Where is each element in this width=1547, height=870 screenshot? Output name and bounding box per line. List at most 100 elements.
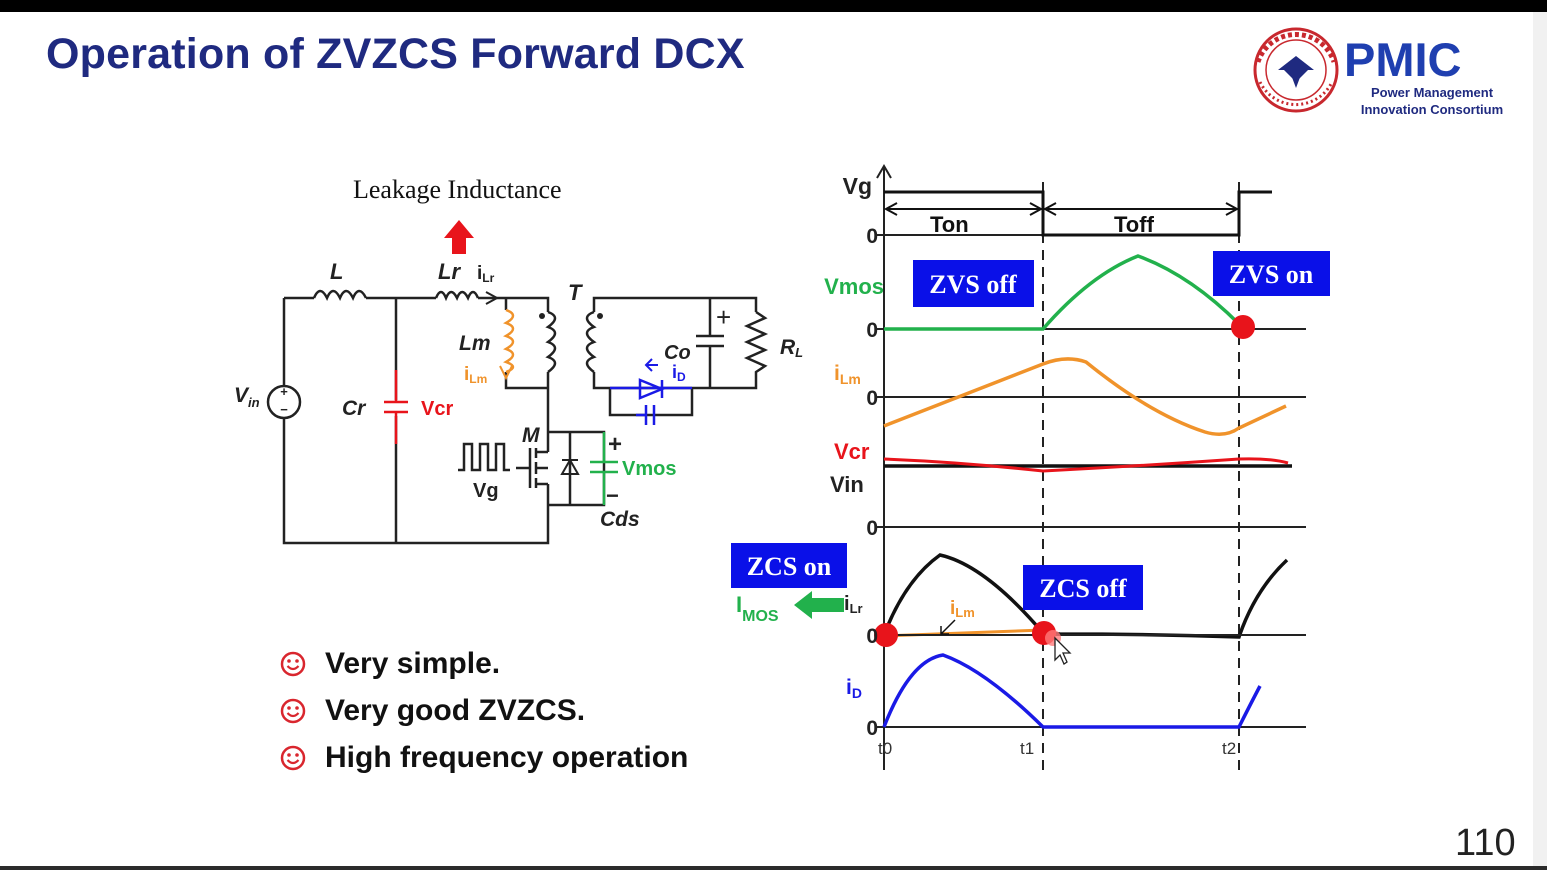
- zero-vcr: 0: [866, 517, 878, 540]
- wire: [282, 418, 550, 545]
- vcr-waveform: [883, 457, 1289, 473]
- zcs-off-box: ZCS off: [1023, 565, 1143, 610]
- co-plus: +: [716, 302, 731, 332]
- imos-arrow-icon: [794, 591, 844, 619]
- right-edge-strip: [1533, 12, 1547, 870]
- smiley-icon: [280, 745, 306, 770]
- zcs-on-box: ZCS on: [731, 543, 847, 588]
- label-iLm: iLm: [464, 364, 487, 386]
- iD-arrow-icon: [644, 358, 658, 372]
- capacitor-Cds: [590, 432, 618, 505]
- label-L: L: [330, 259, 343, 284]
- bullet-text: High frequency operation: [325, 740, 689, 774]
- label-Lm: Lm: [459, 332, 491, 355]
- zcs-on-marker: [874, 623, 898, 647]
- vin-plus: +: [280, 384, 288, 399]
- id-waveform: [882, 653, 1262, 729]
- smiley-icon: [280, 651, 306, 676]
- mosfet-M: [516, 448, 548, 488]
- pointer-arrow-icon: [940, 619, 956, 635]
- wire: [478, 296, 550, 312]
- gate-pulse-icon: [458, 442, 510, 472]
- university-seal-icon: [1253, 27, 1339, 113]
- body-diode: [560, 457, 580, 475]
- label-Co: Co: [664, 342, 691, 364]
- logo-line1: Power Management: [1371, 85, 1494, 100]
- label-Vin: Vin: [234, 384, 260, 410]
- zvs-off-box: ZVS off: [913, 260, 1034, 307]
- zero-vg: 0: [866, 225, 878, 248]
- zero-id: 0: [866, 717, 878, 740]
- label-wf-Vcr: Vcr: [834, 439, 870, 464]
- dot-marker: [539, 313, 545, 319]
- zero-vmos: 0: [866, 319, 878, 342]
- label-iLr: iLr: [477, 263, 495, 285]
- logo: PMIC Power Management Innovation Consort…: [1253, 27, 1503, 117]
- bullet-text: Very good ZVZCS.: [325, 693, 586, 727]
- label-Cr: Cr: [342, 397, 367, 420]
- vin-minus: −: [280, 402, 288, 417]
- inductor-Lm: [503, 308, 515, 374]
- label-Vg: Vg: [473, 480, 499, 502]
- dot-marker: [597, 313, 603, 319]
- inductor-Lr: [434, 290, 480, 302]
- label-Vmos: Vmos: [622, 458, 676, 480]
- circuit-schematic: [282, 296, 758, 545]
- label-Toff: Toff: [1114, 212, 1155, 237]
- resistor-RL: [743, 310, 769, 380]
- secondary-winding: [585, 310, 597, 374]
- label-wf-iLm: iLm: [834, 362, 861, 387]
- svg-text:ZVS off: ZVS off: [929, 270, 1017, 299]
- svg-text:PMIC: PMIC: [1344, 33, 1462, 86]
- leakage-arrow-icon: [444, 220, 474, 254]
- zvs-on-marker: [1231, 315, 1255, 339]
- label-t2: t2: [1222, 739, 1236, 758]
- bullet-item: High frequency operation: [280, 734, 688, 781]
- svg-text:ZCS on: ZCS on: [747, 552, 832, 581]
- primary-winding: [545, 310, 557, 374]
- pmic-logo-mark: PMIC: [1344, 33, 1462, 86]
- inductor-L: [312, 289, 368, 301]
- label-wf-Vg: Vg: [843, 173, 872, 199]
- label-Vcr: Vcr: [421, 398, 453, 420]
- iLm-arrow-icon: [499, 365, 513, 381]
- smiley-icon: [280, 698, 306, 723]
- label-wf-iD: iD: [846, 676, 862, 701]
- vmos-waveform: [884, 254, 1241, 331]
- label-wf-Vin: Vin: [830, 472, 864, 497]
- zero-ilm: 0: [866, 387, 878, 410]
- label-Cds: Cds: [600, 508, 640, 531]
- svg-text:ZCS off: ZCS off: [1039, 574, 1127, 603]
- top-bar: [0, 0, 1547, 12]
- zvs-on-box: ZVS on: [1213, 251, 1330, 296]
- zero-ilr: 0: [866, 625, 878, 648]
- vg-waveform: [884, 190, 1272, 237]
- label-T: T: [568, 280, 583, 305]
- ilm-waveform: [883, 357, 1287, 436]
- label-wf-Vmos: Vmos: [824, 274, 884, 299]
- bullet-item: Very simple.: [280, 640, 688, 687]
- mouse-cursor-icon: [1054, 636, 1072, 665]
- voltage-source-icon: [266, 384, 302, 420]
- iLr-arrow-icon: [485, 291, 500, 305]
- label-Ton: Ton: [930, 212, 969, 237]
- capacitor-Co: [696, 334, 724, 348]
- bullet-item: Very good ZVZCS.: [280, 687, 688, 734]
- label-wf-IMOS: IMOS: [736, 592, 779, 625]
- label-wf-iLm-inner: iLm: [950, 598, 975, 620]
- label-Lr: Lr: [438, 259, 461, 284]
- cds-minus: −: [606, 483, 619, 508]
- bottom-line: [0, 866, 1547, 870]
- slide-title: Operation of ZVZCS Forward DCX: [46, 30, 745, 78]
- bullet-text: Very simple.: [325, 646, 501, 680]
- ton-toff-arrows: [883, 202, 1240, 216]
- logo-line2: Innovation Consortium: [1361, 102, 1503, 117]
- cds-plus: +: [608, 431, 622, 458]
- label-t0: t0: [878, 739, 892, 758]
- label-RL: RL: [780, 336, 803, 360]
- svg-text:ZVS on: ZVS on: [1229, 260, 1314, 289]
- diode-D: [610, 378, 692, 425]
- label-M: M: [522, 424, 540, 447]
- page-number: 110: [1455, 822, 1516, 864]
